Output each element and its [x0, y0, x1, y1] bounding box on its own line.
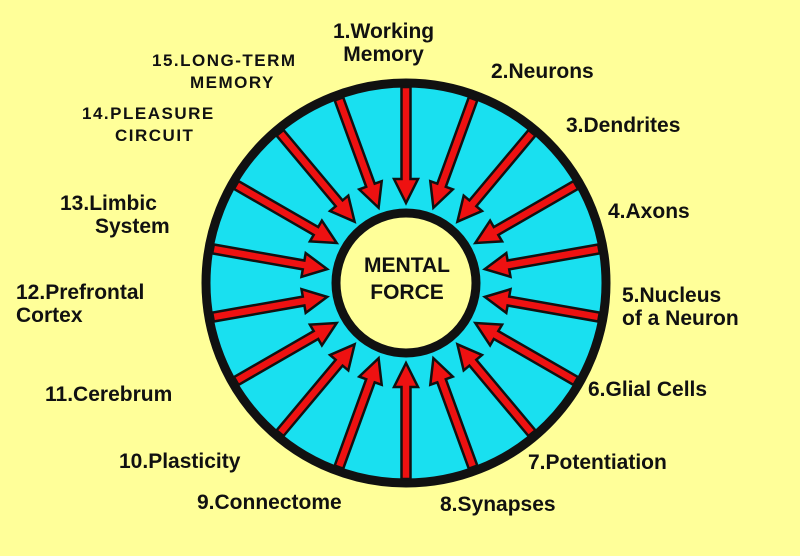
- arrow: [472, 179, 580, 245]
- arrow: [428, 355, 479, 471]
- arrow: [333, 355, 384, 471]
- arrow: [455, 342, 538, 438]
- arrow: [274, 128, 357, 224]
- label-potentiation: 7.Potentiation: [528, 451, 667, 474]
- arrow: [391, 85, 421, 206]
- label-nucleus-of-a-neuron: 5.Nucleus of a Neuron: [622, 284, 739, 330]
- arrow: [274, 342, 357, 438]
- label-cerebrum: 11.Cerebrum: [45, 383, 173, 406]
- arrow-group: [210, 85, 602, 481]
- label-connectome: 9.Connectome: [197, 491, 342, 514]
- arrow: [232, 179, 340, 245]
- arrow: [472, 321, 580, 387]
- center-circle: [331, 208, 481, 358]
- arrow: [455, 128, 538, 224]
- label-limbic-system: 13.Limbic System: [60, 192, 170, 238]
- label-dendrites: 3.Dendrites: [566, 114, 681, 137]
- arrow: [210, 287, 330, 323]
- label-prefrontal-cortex: 12.Prefrontal Cortex: [16, 281, 145, 327]
- arrow: [333, 95, 384, 211]
- center-line-1: MENTAL: [364, 254, 450, 277]
- label-long-term-memory: 15.LONG-TERM MEMORY: [152, 51, 297, 92]
- label-axons: 4.Axons: [608, 200, 690, 223]
- arrow: [482, 287, 602, 323]
- arrow: [391, 360, 421, 481]
- arrow: [428, 95, 479, 211]
- label-working-memory: 1.Working Memory: [333, 20, 435, 66]
- center-line-2: FORCE: [370, 281, 444, 304]
- center-label: MENTAL FORCE: [337, 252, 477, 306]
- label-glial-cells: 6.Glial Cells: [588, 378, 708, 401]
- label-synapses: 8.Synapses: [440, 493, 556, 516]
- arrow: [482, 243, 602, 279]
- label-plasticity: 10.Plasticity: [119, 450, 241, 473]
- label-neurons: 2.Neurons: [491, 60, 594, 83]
- arrow: [232, 321, 340, 387]
- label-pleasure-circuit: 14.PLEASURE CIRCUIT: [82, 104, 215, 145]
- arrow: [210, 243, 330, 279]
